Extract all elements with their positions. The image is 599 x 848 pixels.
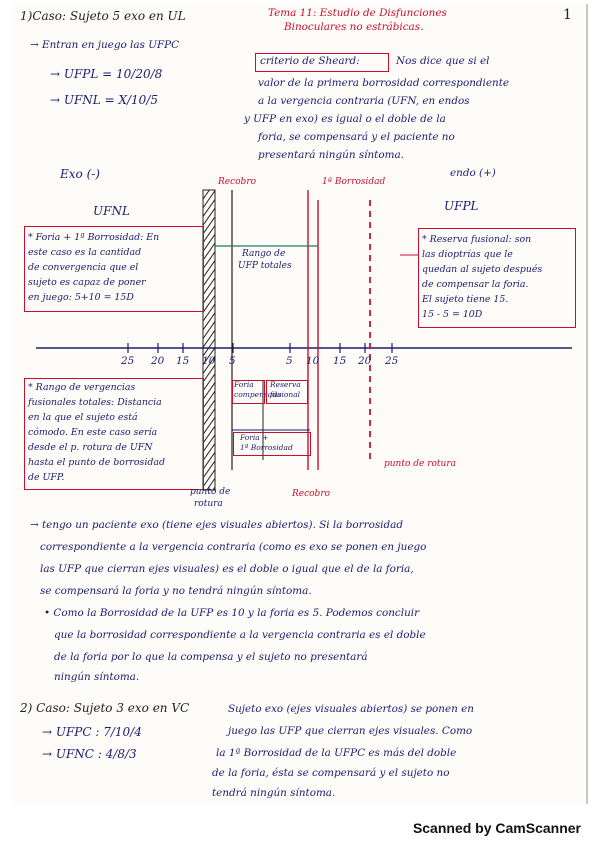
page-number: 1	[563, 7, 572, 23]
punto-rotura-left-2: rotura	[194, 499, 223, 509]
reserva-fusional-small-1: Reserva	[270, 380, 301, 389]
exo-label: Exo (-)	[60, 167, 100, 181]
left-box-line-5: en juego: 5+10 = 15D	[28, 292, 134, 303]
topic-line-2: Binoculares no estrábicas.	[284, 21, 424, 33]
rango-ufp-line-2: UFP totales	[238, 261, 292, 271]
right-box-line-2: las dioptrías que le	[422, 249, 513, 260]
tick-label-25-right: 25	[385, 355, 399, 367]
recobro-top-label: Recobro	[218, 177, 257, 187]
sheard-title: criterio de Sheard:	[260, 55, 360, 67]
borrosidad-top-label: 1ª Borrosidad	[322, 177, 386, 187]
right-box-line-6: 15 - 5 = 10D	[422, 309, 483, 320]
case2-line-3: la 1ª Borrosidad de la UFPC es más del d…	[216, 747, 457, 759]
case-1-label: 1)Caso: Sujeto 5 exo en UL	[20, 9, 186, 23]
ufpc-values: → UFPC : 7/10/4	[42, 725, 142, 739]
left-box-line-1: * Foria + 1ª Borrosidad: En	[28, 232, 160, 243]
tick-label-10-left: 10	[202, 355, 216, 367]
tick-label-25-left: 25	[121, 355, 135, 367]
ufnl-values: → UFNL = X/10/5	[50, 93, 158, 107]
right-box-line-3: quedan al sujeto después	[422, 264, 543, 275]
zero-band	[202, 189, 216, 491]
sheard-box	[255, 53, 389, 72]
case2-line-1: Sujeto exo (ejes visuales abiertos) se p…	[228, 703, 474, 715]
ufnl-axis-label: UFNL	[93, 204, 130, 218]
notebook-page	[14, 4, 588, 804]
camscanner-watermark: Scanned by CamScanner	[412, 820, 581, 836]
endo-label: endo (+)	[450, 167, 496, 179]
tick-label-5-left: 5	[229, 355, 236, 367]
rango-vergencias-box	[24, 378, 204, 490]
recobro-bottom-label: Recobro	[292, 489, 331, 499]
punto-rotura-right: punto de rotura	[384, 459, 456, 469]
rango-line-3: en la que el sujeto está	[28, 412, 138, 423]
reserva-fusional-box	[418, 228, 576, 328]
ufpl-values: → UFPL = 10/20/8	[50, 67, 163, 81]
foria-compensada-1: Foria	[234, 380, 254, 389]
sheard-line-5: foria, se compensará y el paciente no	[258, 131, 455, 143]
foria-mas-1: Foria +	[240, 433, 269, 442]
paragraph2-line-3: de la foria por lo que la compensa y el …	[54, 651, 368, 663]
right-box-line-5: El sujeto tiene 15.	[422, 294, 509, 305]
tick-label-10-right: 10	[306, 355, 320, 367]
foria-borrosidad-box	[24, 226, 204, 312]
tick-label-15-right: 15	[333, 355, 347, 367]
sheard-line-6: presentará ningún síntoma.	[258, 149, 404, 161]
paragraph1-line-3: las UFP que cierran ejes visuales) es el…	[40, 563, 414, 575]
rango-line-1: * Rango de vergencias	[28, 382, 136, 393]
sheard-line-2: valor de la primera borrosidad correspon…	[258, 77, 510, 89]
topic-line-1: Tema 11: Estudio de Disfunciones	[268, 7, 447, 19]
paragraph2-line-1: • Como la Borrosidad de la UFP es 10 y l…	[44, 607, 420, 619]
right-box-line-1: * Reserva fusional: son	[422, 234, 532, 245]
rango-line-6: hasta el punto de borrosidad	[28, 457, 165, 468]
ufpl-axis-label: UFPL	[444, 199, 479, 213]
left-box-line-2: este caso es la cantidad	[28, 247, 142, 258]
tick-label-5-right: 5	[286, 355, 293, 367]
paragraph2-line-4: ningún síntoma.	[54, 671, 140, 683]
punto-rotura-left-1: punto de	[190, 487, 231, 497]
foria-compensada-box	[232, 380, 265, 404]
rango-line-5: desde el p. rotura de UFN	[28, 442, 153, 453]
paragraph1-line-4: se compensará la foria y no tendrá ningú…	[40, 585, 312, 597]
case2-line-4: de la foria, ésta se compensará y el suj…	[212, 767, 450, 779]
foria-mas-2: 1ª Borrosidad	[240, 443, 293, 452]
case-2-label: 2) Caso: Sujeto 3 exo en VC	[20, 701, 190, 715]
rango-line-7: de UFP.	[28, 472, 65, 483]
foria-compensada-2: compensada	[234, 390, 282, 399]
case2-line-2: juego las UFP que cierran ejes visuales.…	[228, 725, 473, 737]
sheard-line-1: Nos dice que si el	[396, 55, 490, 67]
reserva-fusional-small-box	[266, 380, 308, 404]
rango-ufp-line-1: Rango de	[242, 249, 286, 259]
paragraph2-line-2: que la borrosidad correspondiente a la v…	[54, 629, 426, 641]
tick-label-15-left: 15	[176, 355, 190, 367]
rango-line-2: fusionales totales: Distancia	[28, 397, 162, 408]
tick-label-20-right: 20	[358, 355, 372, 367]
foria-mas-box	[233, 432, 311, 456]
paragraph1-line-2: correspondiente a la vergencia contraria…	[40, 541, 427, 553]
reserva-fusional-small-2: fusional	[270, 390, 301, 399]
case2-line-5: tendrá ningún síntoma.	[212, 787, 336, 799]
right-box-line-4: de compensar la foria.	[422, 279, 529, 290]
paragraph1-line-1: → tengo un paciente exo (tiene ejes visu…	[30, 519, 403, 531]
sheard-line-4: y UFP en exo) es igual o el doble de la	[244, 113, 446, 125]
ufnc-values: → UFNC : 4/8/3	[42, 747, 137, 761]
sheard-line-3: a la vergencia contraria (UFN, en endos	[258, 95, 470, 107]
left-box-line-3: de convergencia que el	[28, 262, 139, 273]
entran-line: → Entran en juego las UFPC	[30, 39, 180, 51]
tick-label-20-left: 20	[151, 355, 165, 367]
axis-ticks	[127, 343, 393, 353]
left-box-line-4: sujeto es capaz de poner	[28, 277, 146, 288]
rango-line-4: cómodo. En este caso sería	[28, 427, 158, 438]
